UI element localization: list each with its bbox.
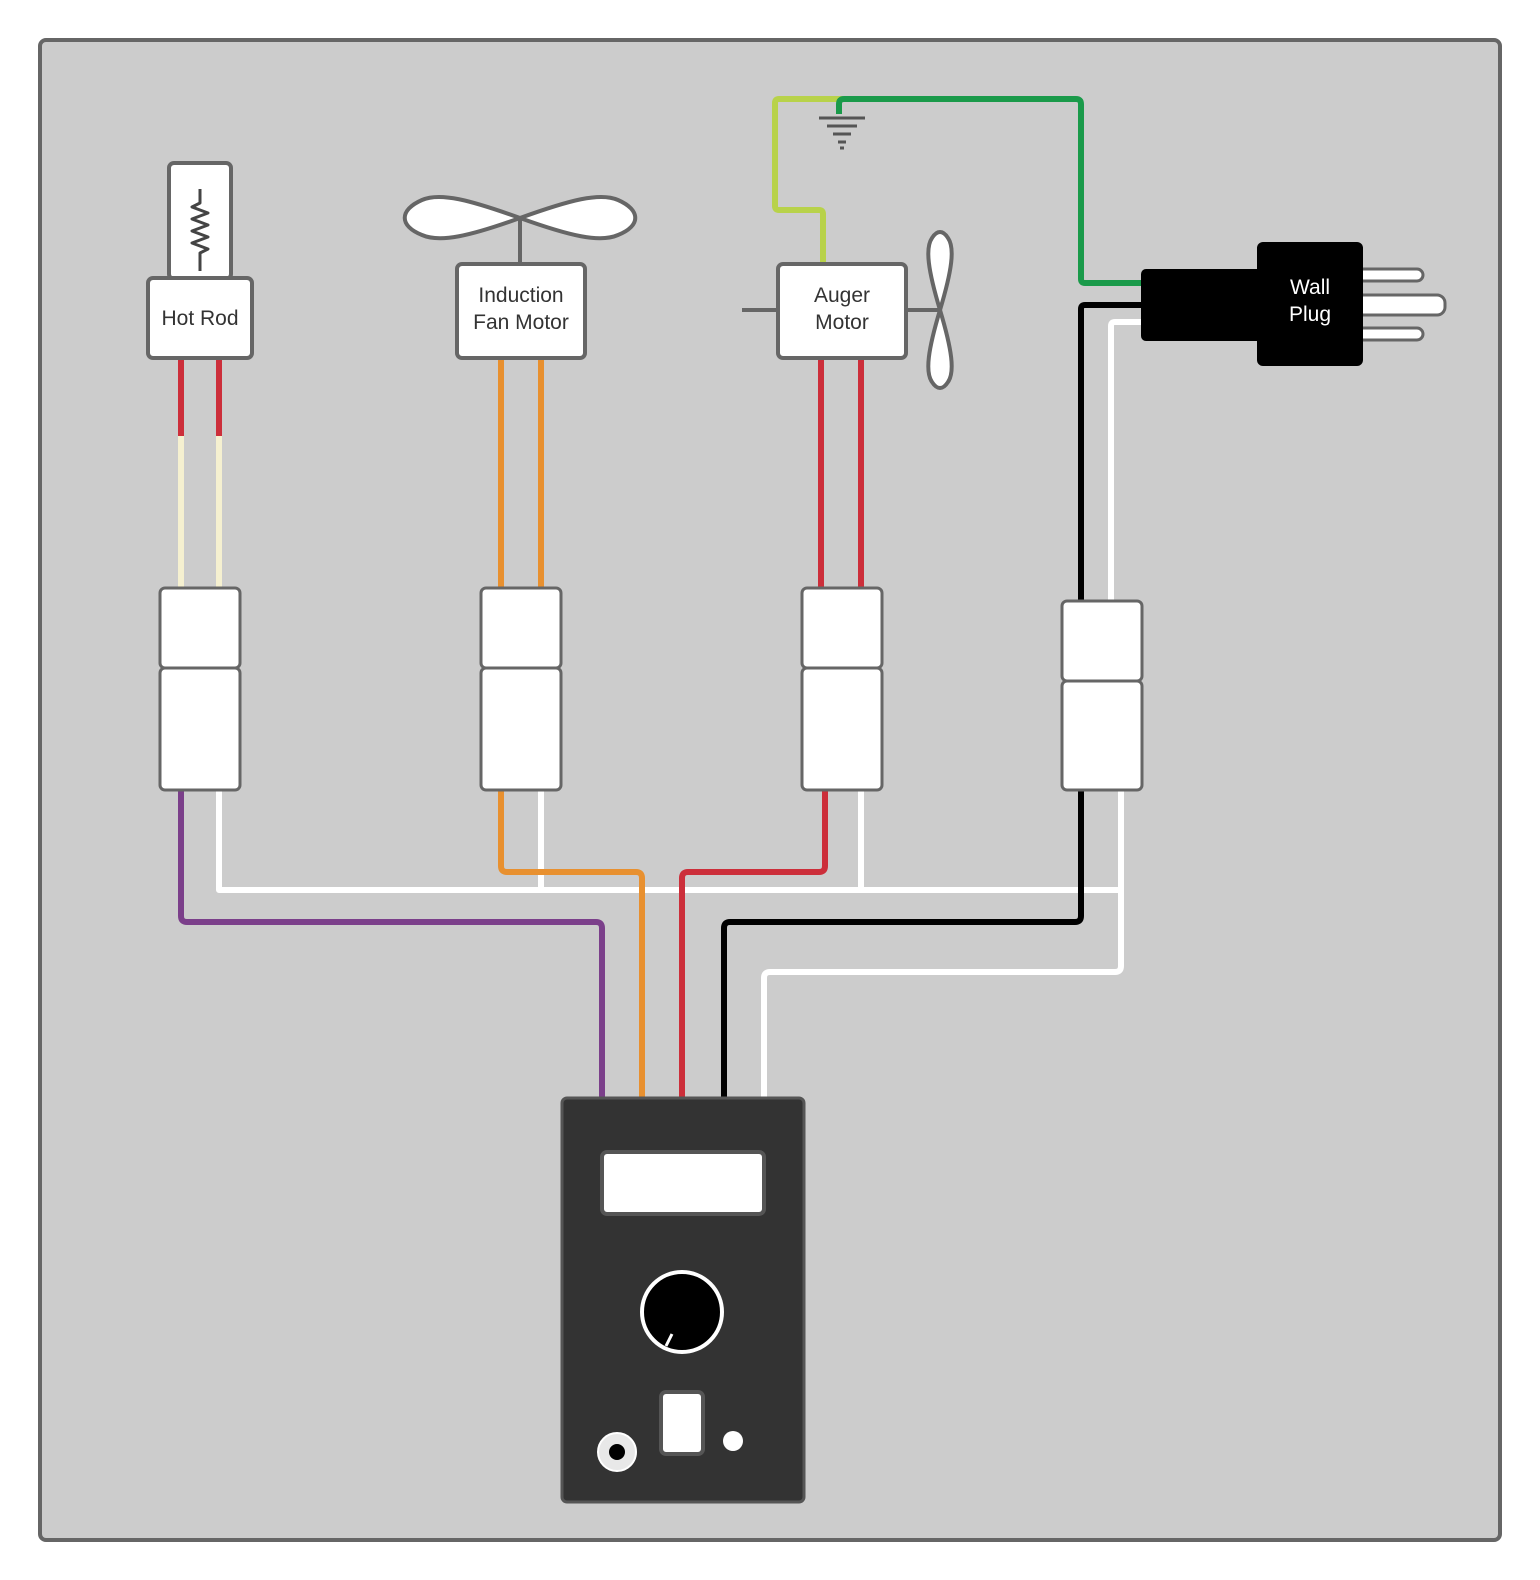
auger-motor-label: Auger <box>814 284 870 307</box>
auger-motor-label: Motor <box>815 311 869 334</box>
fan-motor-label: Fan Motor <box>473 311 569 334</box>
auger-motor-box <box>776 262 908 360</box>
auger-motor: Auger Motor <box>742 230 954 390</box>
panel-background <box>38 38 1502 1542</box>
hot-rod-box <box>146 276 254 360</box>
fan-icon <box>926 230 954 390</box>
auger-motor-connector <box>800 586 884 792</box>
plug-body <box>1257 242 1363 366</box>
wall-plug-label: Plug <box>1289 303 1331 326</box>
fan-motor-wires <box>498 358 544 588</box>
fan-motor-box <box>455 262 587 360</box>
power-switch <box>659 1390 705 1456</box>
controller-display <box>600 1150 766 1216</box>
plug-connector <box>1060 599 1144 792</box>
plug-prong <box>1353 326 1425 342</box>
probe-jack-hole <box>609 1444 625 1460</box>
wall-plug: Wall Plug <box>1141 242 1447 366</box>
knob-indicator <box>664 1333 674 1347</box>
fan-motor-connector <box>479 586 563 792</box>
hot-rod-label: Hot Rod <box>161 307 238 330</box>
auger-motor-wires <box>818 358 864 588</box>
indicator-led <box>723 1431 743 1451</box>
ground-wires <box>772 96 1143 286</box>
controller <box>560 1096 806 1504</box>
hot-rod: Hot Rod <box>146 161 254 360</box>
induction-fan-motor: Induction Fan Motor <box>402 194 638 360</box>
plug-prong <box>1353 267 1425 283</box>
ground-icon <box>819 116 865 150</box>
control-knob <box>640 1270 724 1354</box>
hot-rod-wires <box>178 358 222 588</box>
plug-supply-wires <box>1078 302 1143 601</box>
hot-rod-connector <box>158 586 242 792</box>
plug-prong <box>1353 293 1447 317</box>
fan-icon <box>402 194 638 264</box>
fan-motor-label: Induction <box>478 284 563 307</box>
resistor-icon <box>190 189 210 271</box>
plug-cord-housing <box>1141 269 1267 341</box>
wall-plug-label: Wall <box>1290 276 1330 299</box>
controller-wires <box>178 790 1124 1098</box>
